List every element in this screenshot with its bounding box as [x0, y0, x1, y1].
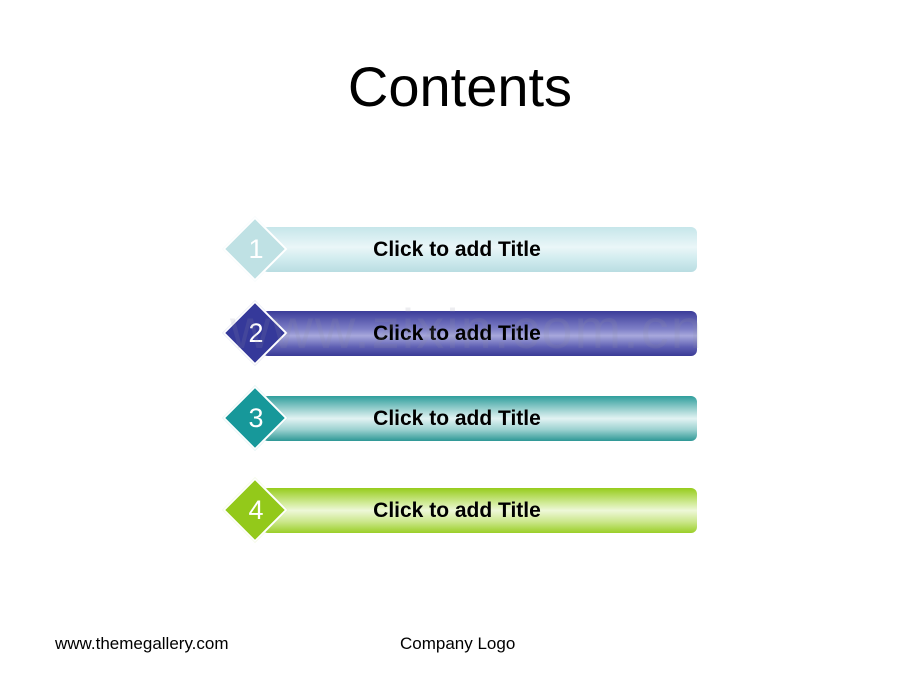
content-item-2[interactable]: 2 Click to add Title — [222, 300, 698, 368]
item-title-placeholder[interactable]: Click to add Title — [373, 322, 541, 345]
footer-website: www.themegallery.com — [55, 634, 229, 653]
item-bar — [262, 396, 697, 441]
item-number: 4 — [248, 495, 264, 525]
item-bar — [262, 227, 697, 272]
item-number: 1 — [248, 234, 264, 264]
content-item-3[interactable]: 3 Click to add Title — [222, 385, 698, 453]
content-item-1[interactable]: 1 Click to add Title — [222, 216, 698, 284]
item-number: 3 — [248, 403, 264, 433]
footer-company-logo: Company Logo — [400, 634, 516, 653]
content-item-4[interactable]: 4 Click to add Title — [222, 477, 698, 545]
watermark: www.zixin.com.cn — [230, 297, 704, 360]
item-title-placeholder[interactable]: Click to add Title — [373, 238, 541, 261]
item-title-placeholder[interactable]: Click to add Title — [373, 407, 541, 430]
item-bar — [262, 311, 697, 356]
slide-title[interactable]: Contents — [347, 55, 573, 118]
item-title-placeholder[interactable]: Click to add Title — [373, 499, 541, 522]
item-number: 2 — [248, 318, 264, 348]
item-bar — [262, 488, 697, 533]
